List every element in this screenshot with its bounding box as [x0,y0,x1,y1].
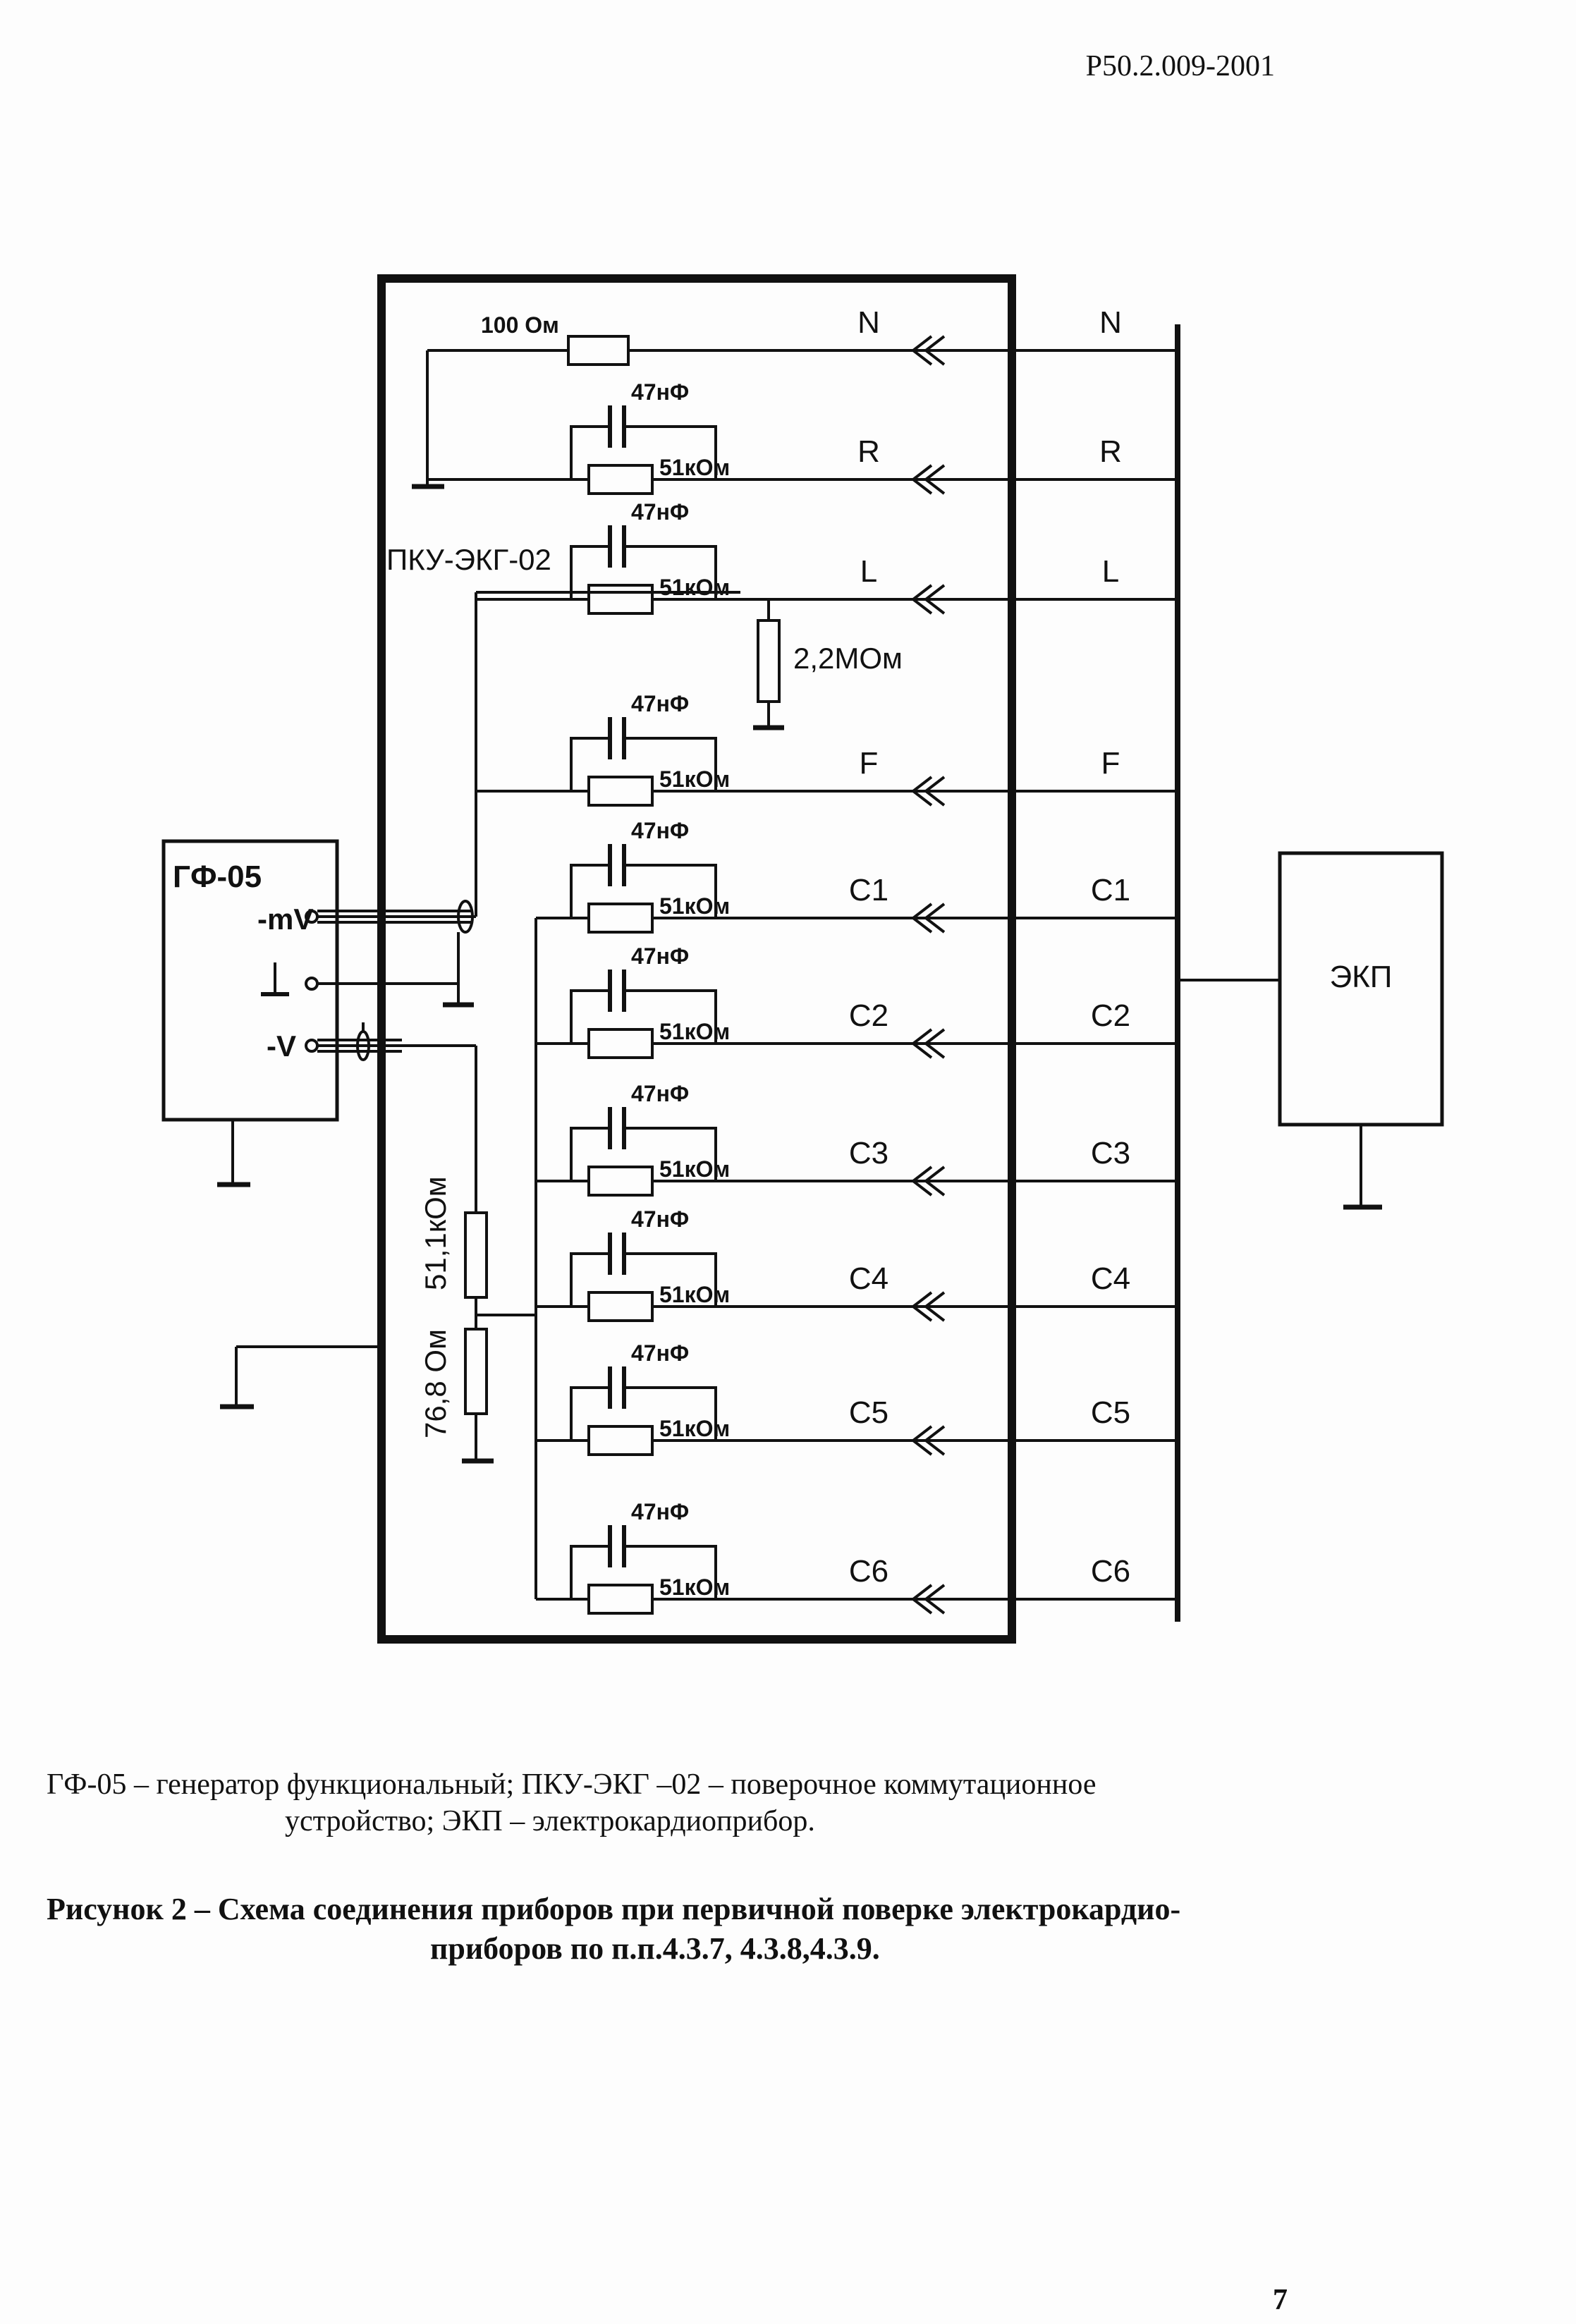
lead-c4-outer-label: C4 [1091,1261,1130,1296]
lead-c6-resistor [587,1584,654,1615]
ecg-device-label: ЭКП [1330,960,1393,994]
lead-c4-capacitor-label: 47нФ [631,1206,689,1232]
generator-label: ГФ-05 [173,860,262,894]
lead-f-capacitor-label: 47нФ [631,691,689,716]
divider-bottom-resistor [464,1328,488,1415]
divider-bottom-label: 76,8 Ом [419,1329,452,1438]
lead-n-connector [910,335,933,366]
lead-c6-resistor-label: 51кОм [659,1574,730,1600]
lead-c3-resistor-label: 51кОм [659,1156,730,1182]
lead-c3-inner-label: C3 [849,1136,888,1170]
lead-c5-inner-label: C5 [849,1395,888,1430]
lead-r-inner-label: R [857,434,880,469]
lead-c3-capacitor-label: 47нФ [631,1081,689,1106]
lead-f-resistor-label: 51кОм [659,766,730,792]
figure-legend: ГФ-05 – генератор функциональный; ПКУ-ЭК… [47,1766,1372,1840]
lead-c3-outer-label: C3 [1091,1136,1130,1170]
lead-c1-resistor [587,903,654,934]
lead-f-inner-label: F [860,746,879,781]
lead-c6-outer-label: C6 [1091,1554,1130,1589]
lead-c1-outer-label: C1 [1091,873,1130,907]
lead-c1-capacitor-label: 47нФ [631,818,689,843]
lead-l-outer-label: L [1102,554,1119,589]
n-resistor [567,335,630,366]
figure-caption: Рисунок 2 – Схема соединения приборов пр… [47,1890,1372,1969]
n-resistor-label: 100 Ом [481,312,559,338]
lead-c2-inner-label: C2 [849,998,888,1033]
switch-device-label: ПКУ-ЭКГ-02 [386,543,551,576]
document-code: Р50.2.009-2001 [1085,50,1275,82]
lead-n-outer-label: N [1099,305,1122,340]
caption-line-2: приборов по п.п.4.3.7, 4.3.8,4.3.9. [430,1931,880,1966]
lead-f-resistor [587,776,654,807]
lead-c5-capacitor-label: 47нФ [631,1340,689,1366]
lead-l-resistor [587,584,654,615]
divider-top-resistor [464,1211,488,1299]
lead-l-inner-label: L [860,554,877,589]
lead-c5-resistor [587,1425,654,1456]
lead-c4-resistor [587,1291,654,1322]
lead-c6-inner-label: C6 [849,1554,888,1589]
l-shunt-resistor [757,619,781,703]
divider-top-label: 51,1кОм [419,1176,452,1290]
lead-c2-resistor-label: 51кОм [659,1019,730,1044]
lead-c2-resistor [587,1028,654,1059]
lead-c2-outer-label: C2 [1091,998,1130,1033]
lead-n-connector-inner [923,335,946,366]
lead-r-resistor-label: 51кОм [659,455,730,480]
lead-c3-resistor [587,1166,654,1197]
lead-l-resistor-label: 51кОм [659,575,730,600]
lead-c4-inner-label: C4 [849,1261,888,1296]
lead-l-capacitor-label: 47нФ [631,499,689,525]
lead-c4-resistor-label: 51кОм [659,1282,730,1307]
page-number: 7 [1273,2284,1288,2316]
generator-v-terminal: -V [267,1029,296,1063]
switch-device-enclosure [377,274,1016,1644]
lead-r-resistor [587,464,654,495]
lead-c1-resistor-label: 51кОм [659,893,730,919]
lead-c5-resistor-label: 51кОм [659,1416,730,1441]
lead-c1-inner-label: C1 [849,873,888,907]
lead-n-inner-label: N [857,305,880,340]
generator-mv-terminal: -mV [257,903,313,936]
legend-line-1: ГФ-05 – генератор функциональный; ПКУ-ЭК… [47,1768,1097,1801]
caption-line-1: Рисунок 2 – Схема соединения приборов пр… [47,1892,1181,1926]
generator-box [161,839,339,1122]
legend-line-2: устройство; ЭКП – электрокардиоприбор. [285,1805,815,1837]
l-shunt-label: 2,2МОм [793,642,903,675]
lead-c2-capacitor-label: 47нФ [631,943,689,969]
lead-r-outer-label: R [1099,434,1122,469]
lead-c6-capacitor-label: 47нФ [631,1499,689,1524]
lead-f-outer-label: F [1101,746,1120,781]
connection-schematic: ЭКП ГФ-05 -mV -V [161,274,1444,1644]
lead-r-capacitor-label: 47нФ [631,379,689,405]
lead-c5-outer-label: C5 [1091,1395,1130,1430]
